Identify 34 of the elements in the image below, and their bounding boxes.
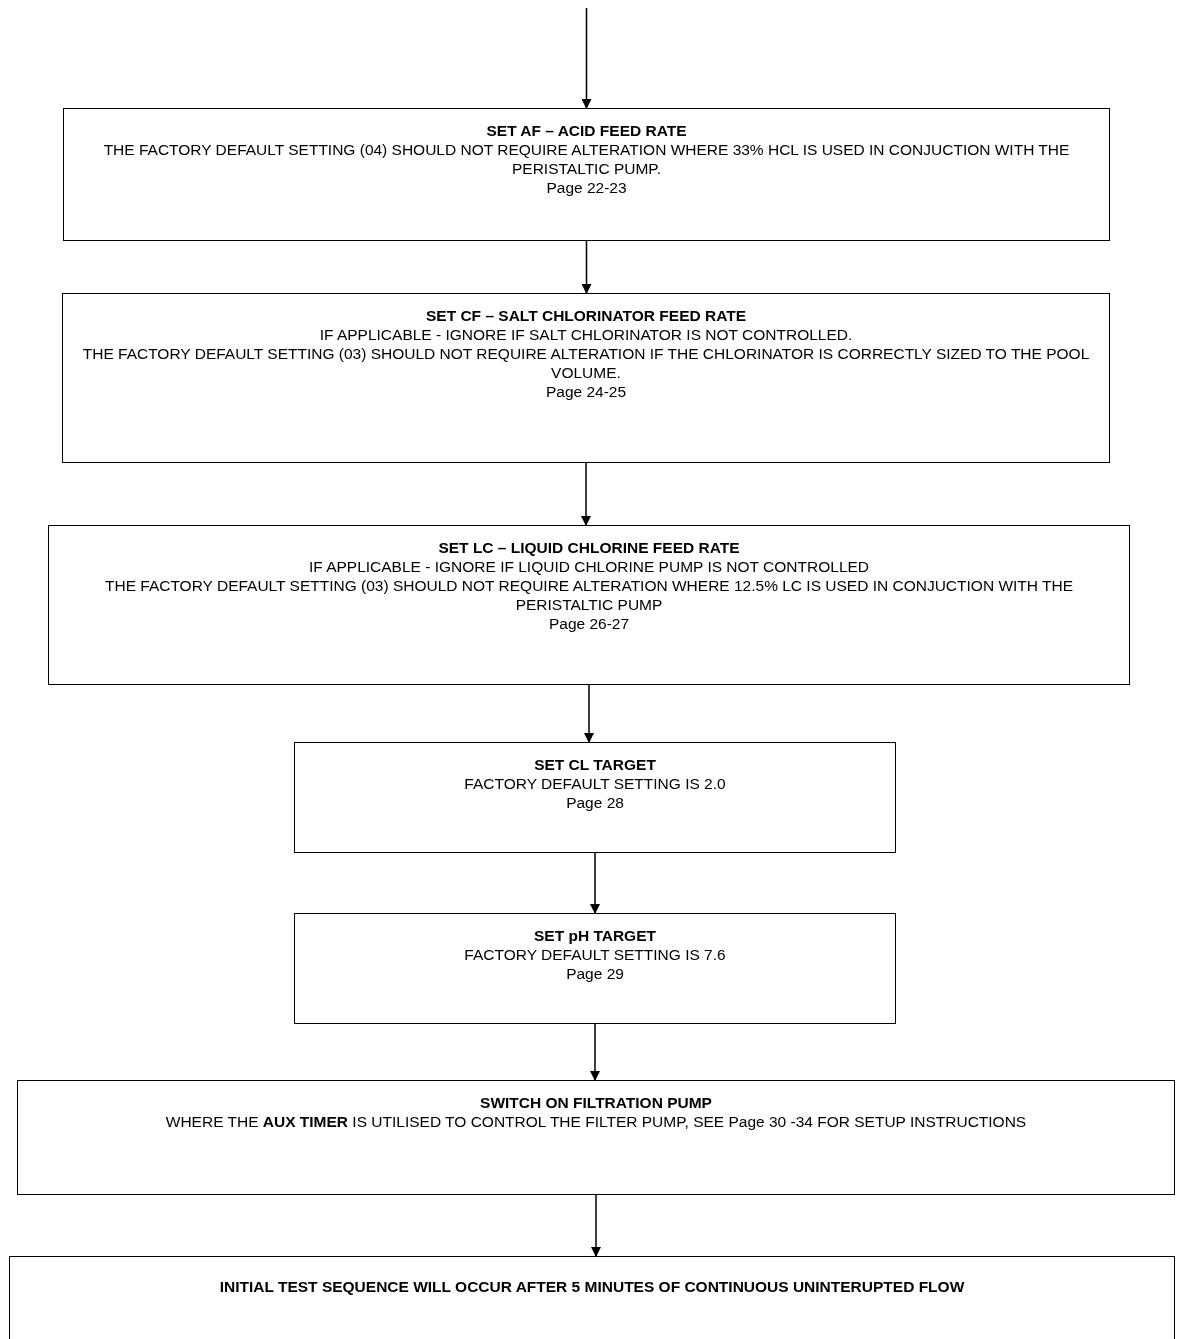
page-reference: Page 24-25 <box>545 382 627 401</box>
step-heading: SET CF – SALT CHLORINATOR FEED RATE <box>425 306 747 325</box>
step-description: FACTORY DEFAULT SETTING IS 2.0 <box>464 774 726 793</box>
step-heading: SWITCH ON FILTRATION PUMP <box>480 1093 712 1112</box>
arrow <box>581 462 591 526</box>
page-reference: Page 29 <box>566 964 624 983</box>
step-heading: SET LC – LIQUID CHLORINE FEED RATE <box>438 538 740 557</box>
step-heading: INITIAL TEST SEQUENCE WILL OCCUR AFTER 5 MINUTES OF CONTINUOUS UNINTERUPTED FLOW <box>219 1277 965 1296</box>
step-heading: SET AF – ACID FEED RATE <box>486 121 687 140</box>
step-description: THE FACTORY DEFAULT SETTING (04) SHOULD NOT REQUIRE ALTERATION WHERE 33% HCL IS USED IN CONJUCTION WITH THE PERISTALTIC PUMP. <box>102 140 1071 178</box>
process-box <box>9 1256 1175 1339</box>
arrow <box>581 7 592 109</box>
step-description: FACTORY DEFAULT SETTING IS 7.6 <box>464 945 726 964</box>
page-reference: Page 28 <box>566 793 624 812</box>
page-reference: Page 22-23 <box>546 178 627 197</box>
process-box <box>63 108 1110 241</box>
step-description: THE FACTORY DEFAULT SETTING (03) SHOULD NOT REQUIRE ALTERATION IF THE CHLORINATOR IS CORRECTLY SIZED TO THE POOL VOLUME. <box>81 344 1091 382</box>
step-heading: SET pH TARGET <box>534 926 656 945</box>
arrow <box>584 684 594 743</box>
step-description: WHERE THE AUX TIMER IS UTILISED TO CONTROL THE FILTER PUMP, SEE Page 30 -34 FOR SETUP INSTRUCTIONS <box>165 1112 1027 1131</box>
process-box <box>294 913 896 1024</box>
process-box <box>62 293 1110 463</box>
arrow <box>590 1023 600 1081</box>
arrow <box>590 852 600 914</box>
page-reference: Page 26-27 <box>548 614 630 633</box>
step-description: IF APPLICABLE - IGNORE IF SALT CHLORINATOR IS NOT CONTROLLED. <box>319 325 853 344</box>
arrow <box>581 240 592 294</box>
step-description: IF APPLICABLE - IGNORE IF LIQUID CHLORINE PUMP IS NOT CONTROLLED <box>308 557 870 576</box>
process-box <box>294 742 896 853</box>
step-description: THE FACTORY DEFAULT SETTING (03) SHOULD NOT REQUIRE ALTERATION WHERE 12.5% LC IS USED IN CONJUCTION WITH THE PERISTALTIC PUMP <box>103 576 1074 614</box>
process-box <box>48 525 1130 685</box>
arrow <box>591 1194 601 1257</box>
process-box <box>17 1080 1175 1195</box>
step-heading: SET CL TARGET <box>534 755 656 774</box>
